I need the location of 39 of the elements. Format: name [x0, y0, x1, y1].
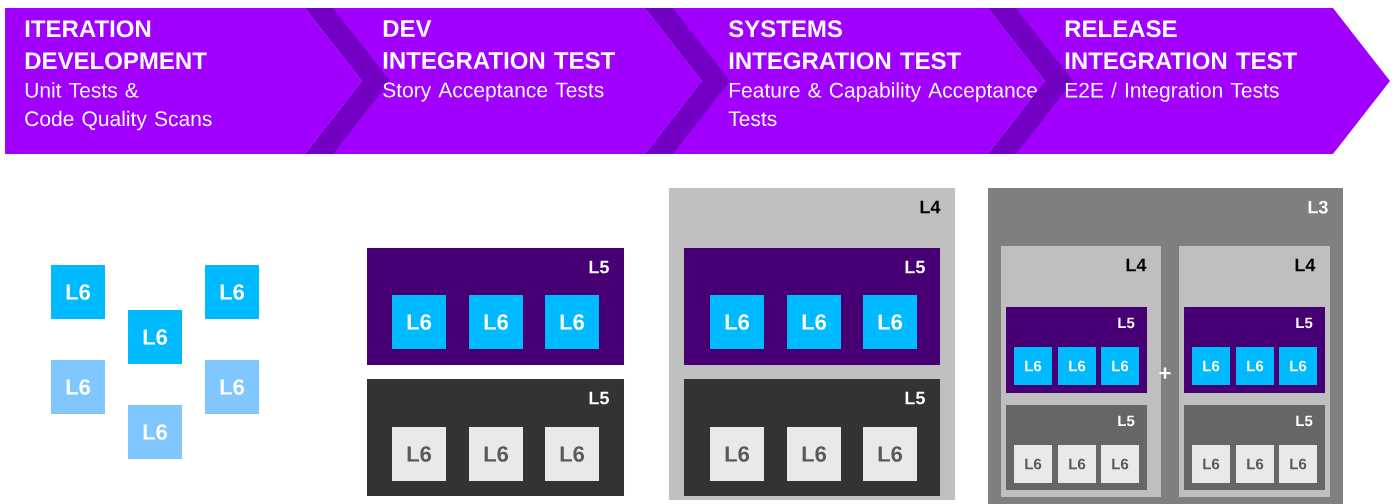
- level-tile: L6: [545, 427, 599, 481]
- level-tile: L6: [1014, 445, 1052, 483]
- level-tile: L6: [205, 265, 259, 319]
- level-tile: L6: [863, 295, 917, 349]
- level-tile: L6: [1058, 347, 1096, 385]
- level-tile: L6: [1236, 347, 1274, 385]
- level-tile: L6: [205, 360, 259, 414]
- stage-banner: DEV INTEGRATION TEST Story Acceptance Tests: [305, 8, 702, 154]
- level-tile: L6: [1279, 445, 1317, 483]
- node-label: Story Acceptance Tests: [383, 82, 604, 102]
- level-tile: L6: [1101, 445, 1139, 483]
- level-tile: L6: [787, 427, 841, 481]
- level-tile: L6: [392, 427, 446, 481]
- level-tile: L6: [545, 295, 599, 349]
- level-tile: L6: [710, 295, 764, 349]
- node-label: E2E / Integration Tests: [1065, 82, 1279, 102]
- level-tile: L6: [51, 265, 105, 319]
- level-tile: L6: [392, 295, 446, 349]
- level-tile: L6: [1192, 445, 1230, 483]
- stage-banner: SYSTEMS INTEGRATION TEST Feature & Capability Acceptance Tests: [645, 8, 1045, 154]
- level-tile: L6: [1279, 347, 1317, 385]
- level-tile: L6: [1101, 347, 1139, 385]
- level-tile: L6: [1236, 445, 1274, 483]
- level-tile: L6: [51, 360, 105, 414]
- level-tile: L6: [710, 427, 764, 481]
- level-tile: L6: [1058, 445, 1096, 483]
- node-label: SYSTEMS INTEGRATION TEST: [728, 20, 961, 70]
- level-tile: L6: [128, 405, 182, 459]
- plus-sign: +: [1159, 367, 1171, 379]
- level-tile: L6: [469, 295, 523, 349]
- level-tile: L6: [787, 295, 841, 349]
- stage-banner: ITERATION DEVELOPMENT Unit Tests & Code Quality Scans: [5, 8, 362, 154]
- level-tile: L6: [863, 427, 917, 481]
- level-tile: L6: [469, 427, 523, 481]
- level-tile: L6: [128, 310, 182, 364]
- level-tile: L6: [1192, 347, 1230, 385]
- level-tile: L6: [1014, 347, 1052, 385]
- node-label: RELEASE INTEGRATION TEST: [1065, 20, 1297, 70]
- node-label: DEV INTEGRATION TEST: [383, 20, 615, 69]
